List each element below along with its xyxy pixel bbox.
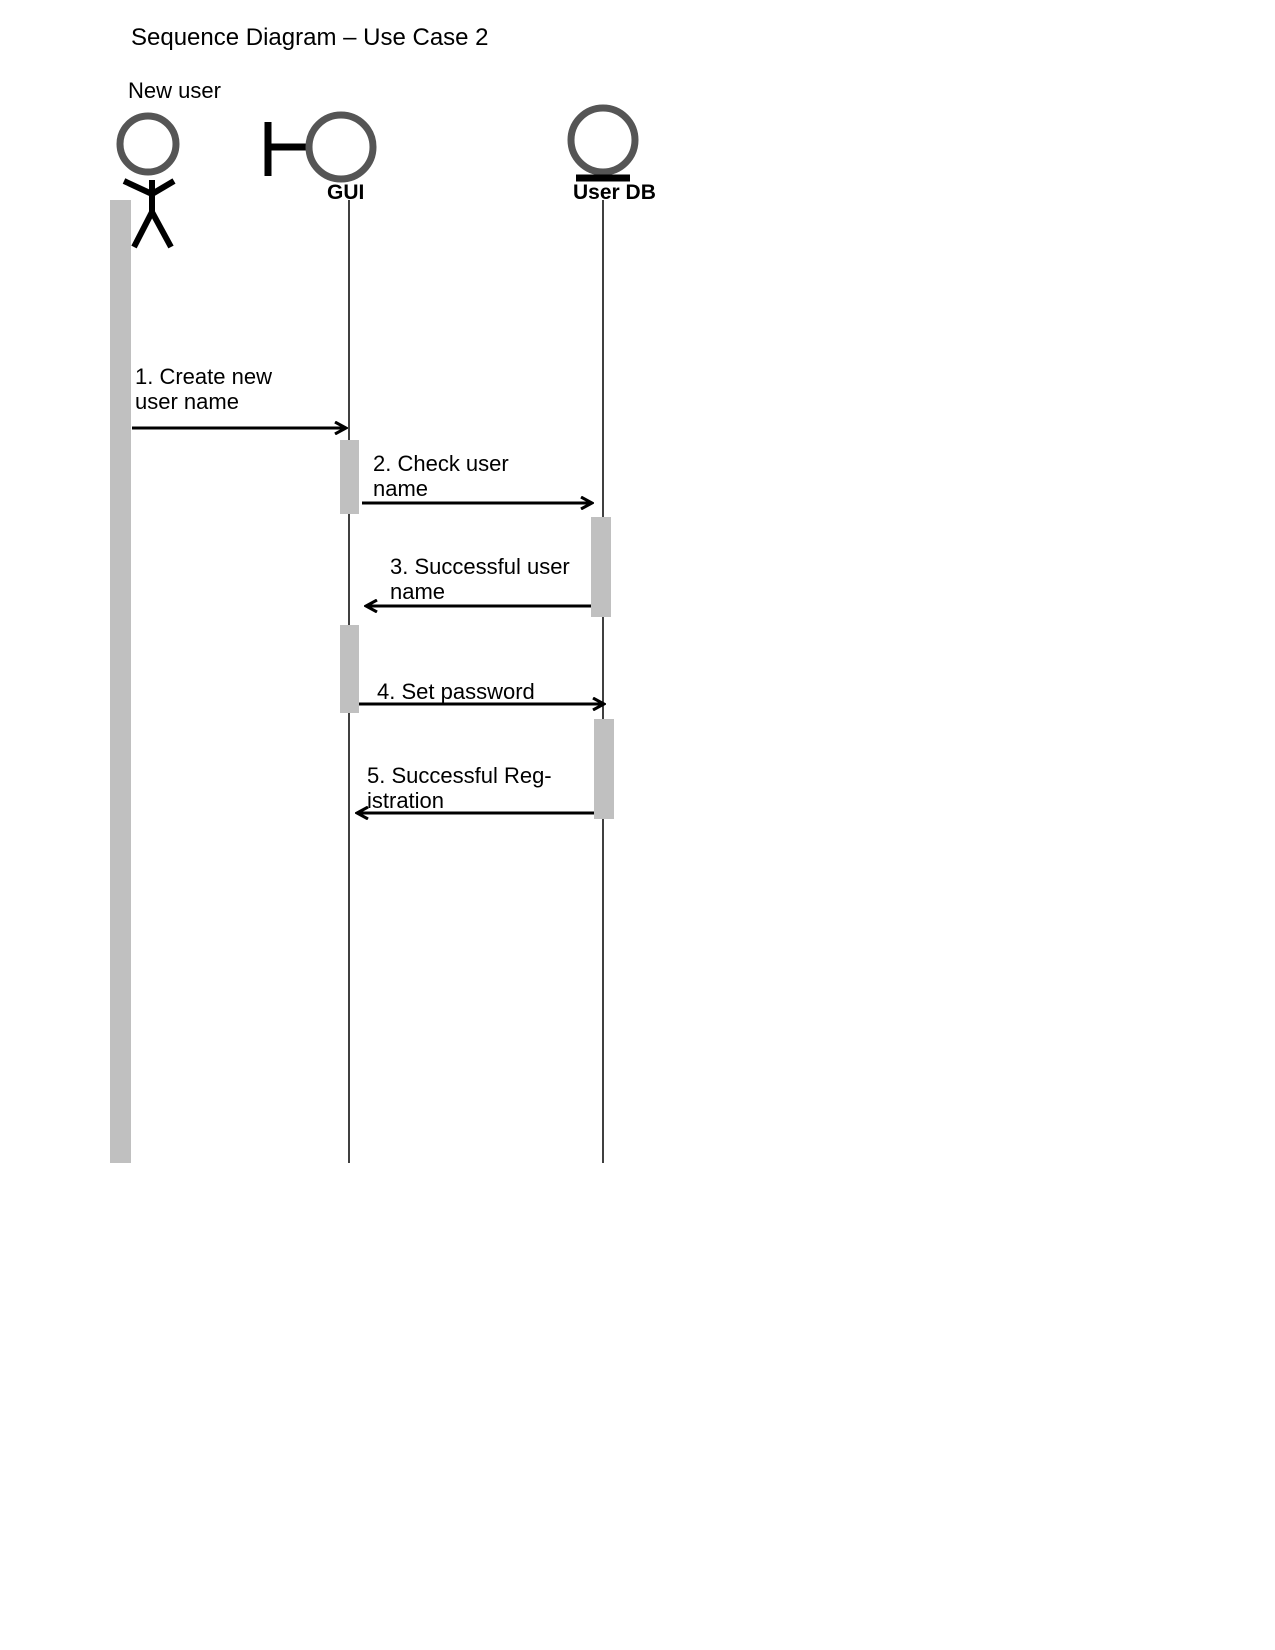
message-label-5: 5. Successful Reg- istration xyxy=(367,763,552,813)
boundary-icon xyxy=(264,111,377,183)
message-label-1: 1. Create new user name xyxy=(135,364,272,414)
activation-bar-db-2 xyxy=(594,719,614,819)
actor-icon xyxy=(116,112,180,249)
participant-label-new-user: New user xyxy=(128,78,221,103)
message-label-4: 4. Set password xyxy=(377,679,535,704)
activation-bar-new-user xyxy=(110,200,131,1163)
activation-bar-gui-1 xyxy=(340,440,359,514)
participant-label-user-db: User DB xyxy=(573,181,656,204)
message-label-3: 3. Successful user name xyxy=(390,554,570,604)
entity-icon xyxy=(567,104,639,182)
diagram-title: Sequence Diagram – Use Case 2 xyxy=(131,24,489,51)
activation-bar-db-1 xyxy=(591,517,611,617)
message-label-2: 2. Check user name xyxy=(373,451,509,501)
activation-bar-gui-2 xyxy=(340,625,359,713)
participant-label-gui: GUI xyxy=(327,181,365,204)
